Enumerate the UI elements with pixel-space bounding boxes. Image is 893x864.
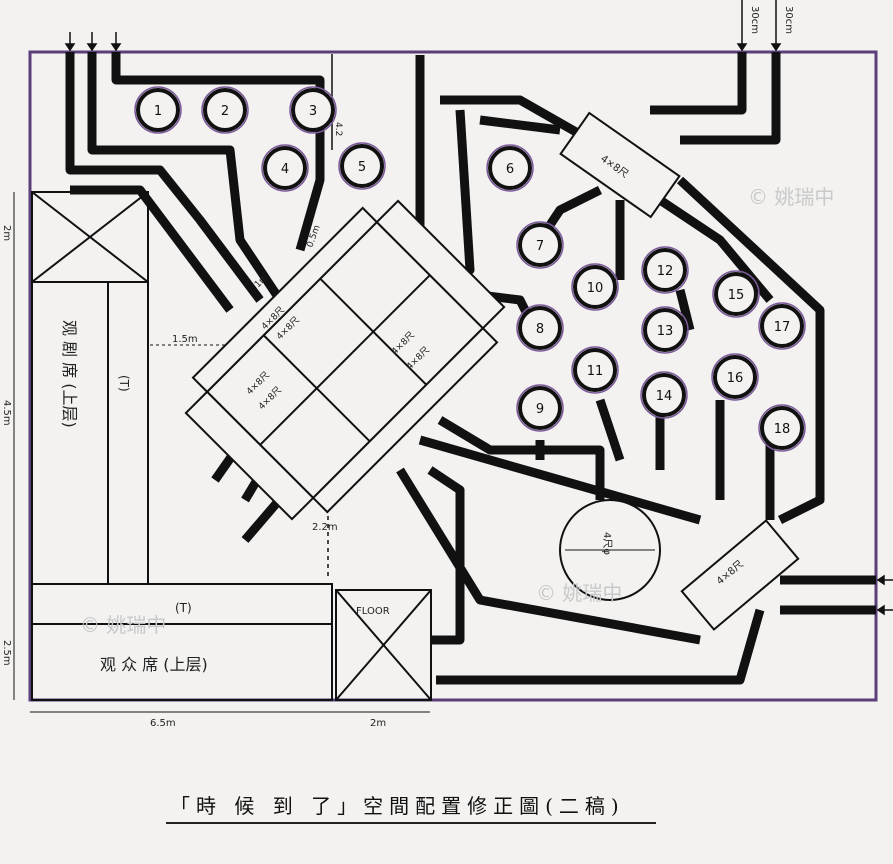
dim-bottom-left: 6.5m — [150, 718, 176, 729]
caption-underline — [166, 822, 656, 824]
light-circle-ring — [516, 221, 564, 269]
dim-center-1: 1.5m — [172, 334, 198, 345]
light-circle — [518, 223, 562, 267]
light-circle-number: 8 — [536, 322, 544, 337]
light-circle — [263, 146, 307, 190]
light-circle-ring — [134, 86, 182, 134]
light-circle-number: 14 — [656, 389, 673, 404]
light-circle — [643, 308, 687, 352]
light-circle-number: 6 — [506, 162, 514, 177]
top-right-label-1: 30cm — [749, 6, 760, 34]
floor-label: FLOOR — [356, 606, 390, 617]
light-circle-number: 13 — [657, 324, 674, 339]
box-bottom — [680, 519, 800, 631]
light-circle-number: 11 — [587, 364, 604, 379]
light-circle-ring — [641, 306, 689, 354]
light-circle-ring — [571, 263, 619, 311]
watermark-left: © 姚瑞中 — [80, 613, 166, 637]
light-circle-ring — [641, 246, 689, 294]
input-arrows-top-left — [64, 32, 122, 52]
input-arrows-right — [876, 574, 893, 616]
light-circle — [518, 306, 562, 350]
top-right-label-2: 30cm — [783, 6, 794, 34]
light-circle-ring — [758, 302, 806, 350]
dim-left-top: 2m — [1, 225, 12, 241]
light-circle — [518, 386, 562, 430]
light-circle-ring — [289, 86, 337, 134]
light-circle — [714, 272, 758, 316]
diagram-caption: 「時 候 到 了」空間配置修正圖(二稿) — [170, 794, 625, 818]
light-circle — [203, 88, 247, 132]
light-circle — [136, 88, 180, 132]
bottom-block-label: 观 众 席 (上层) — [100, 655, 208, 674]
room-outline — [28, 50, 878, 702]
light-circle-ring — [711, 353, 759, 401]
watermark-top: © 姚瑞中 — [748, 185, 834, 209]
light-circle-ring — [571, 346, 619, 394]
light-circle-number: 12 — [657, 264, 674, 279]
light-circle-number: 3 — [309, 104, 317, 119]
light-circle-number: 18 — [774, 422, 791, 437]
light-circle-number: 4 — [281, 162, 289, 177]
light-circle — [291, 88, 335, 132]
bottom-block-t-label: (T) — [175, 601, 192, 615]
light-circle — [340, 144, 384, 188]
center-stage — [184, 199, 506, 521]
light-circle-ring — [201, 86, 249, 134]
light-circle-number: 2 — [221, 104, 229, 119]
light-circle-number: 7 — [536, 239, 544, 254]
light-circle-ring — [712, 270, 760, 318]
dim-left-bottom: 2.5m — [1, 640, 12, 666]
light-circle-number: 1 — [154, 104, 162, 119]
light-circle — [573, 265, 617, 309]
light-circle-number: 10 — [587, 281, 604, 296]
light-circle-number: 9 — [536, 402, 544, 417]
light-circle-ring — [486, 144, 534, 192]
light-circle — [643, 248, 687, 292]
light-circle-ring — [758, 404, 806, 452]
light-circle-number: 15 — [728, 288, 745, 303]
light-circle — [760, 406, 804, 450]
left-block-label: 观 剧 席 (上层) — [60, 320, 79, 428]
light-circle-ring — [261, 144, 309, 192]
round-table-label: 4尺φ — [601, 532, 613, 555]
light-circle — [573, 348, 617, 392]
light-circle — [488, 146, 532, 190]
light-circle-number: 16 — [727, 371, 744, 386]
light-circle-ring — [640, 371, 688, 419]
dim-center-2: 2.2m — [312, 522, 338, 533]
light-circle — [642, 373, 686, 417]
light-circle — [713, 355, 757, 399]
box-top — [559, 111, 681, 219]
left-block-t-label: (T) — [117, 375, 131, 392]
dim-left-mid: 4.5m — [1, 400, 12, 426]
dim-bottom-right: 2m — [370, 718, 386, 729]
watermark-middle: © 姚瑞中 — [536, 581, 622, 605]
light-circle-number: 5 — [358, 160, 366, 175]
light-circle-ring — [338, 142, 386, 190]
light-circle-number: 17 — [774, 320, 791, 335]
bottom-seating-block — [31, 583, 432, 701]
input-arrows-top-right — [736, 0, 782, 52]
dimension-lines — [13, 192, 430, 713]
light-circle-ring — [516, 304, 564, 352]
light-circle — [760, 304, 804, 348]
light-circle-ring — [516, 384, 564, 432]
dim-center-4: 4.2 — [333, 122, 343, 136]
